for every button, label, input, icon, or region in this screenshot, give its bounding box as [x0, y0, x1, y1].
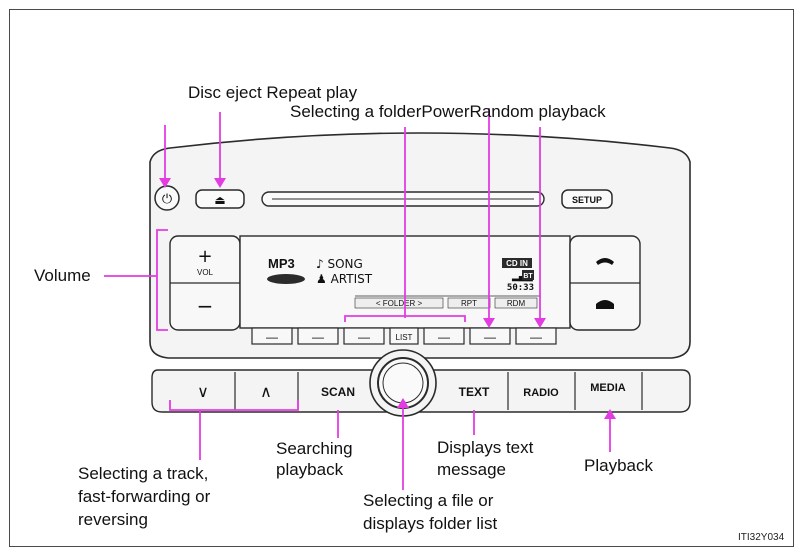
- setup-label: SETUP: [572, 195, 602, 205]
- callout-playback: Playback: [584, 456, 653, 475]
- display-folder-bar: < FOLDER >: [376, 299, 423, 308]
- list-label[interactable]: LIST: [396, 333, 413, 342]
- callout-searching-line-1: Searching: [276, 439, 353, 458]
- arrow-repeat: [483, 318, 495, 328]
- eject-icon: ⏏: [214, 193, 225, 207]
- callout-track-line-1: Selecting a track,: [78, 464, 209, 483]
- power-icon: ⏻: [162, 192, 172, 207]
- soft-key-5[interactable]: —: [484, 330, 496, 344]
- soft-keys-row: [251, 327, 557, 345]
- display-artist: ♟ ARTIST: [316, 272, 373, 286]
- volume-down-button[interactable]: −: [197, 294, 214, 318]
- callout-folder-power-random: Selecting a folderPowerRandom playback: [290, 102, 606, 121]
- callout-text-line-2: message: [437, 460, 506, 479]
- text-button[interactable]: TEXT: [459, 385, 490, 399]
- soft-key-2[interactable]: —: [312, 330, 324, 344]
- display-song: ♪ SONG: [316, 257, 363, 271]
- soft-key-6[interactable]: —: [530, 330, 542, 344]
- disc-icon: [267, 274, 305, 284]
- arrow-file: [397, 398, 409, 408]
- vol-label: VOL: [197, 268, 214, 277]
- soft-key-4[interactable]: —: [438, 330, 450, 344]
- display-rpt: RPT: [461, 299, 477, 308]
- volume-up-button[interactable]: +: [197, 246, 212, 267]
- callout-volume: Volume: [34, 266, 91, 285]
- phone-off-hook-icon[interactable]: [596, 258, 614, 265]
- scan-button[interactable]: SCAN: [321, 385, 355, 399]
- soft-key-3[interactable]: —: [358, 330, 370, 344]
- figure-code: ITI32Y034: [738, 532, 785, 543]
- callout-text-line-1: Displays text: [437, 438, 534, 457]
- track-up-button[interactable]: ∧: [260, 382, 272, 401]
- arrow-power: [159, 178, 171, 188]
- setup-button[interactable]: [561, 189, 613, 209]
- arrow-eject: [214, 178, 226, 188]
- callout-file-line-1: Selecting a file or: [363, 491, 494, 510]
- callout-file-line-2: displays folder list: [363, 514, 498, 533]
- arrow-playback: [604, 409, 616, 419]
- soft-key-1[interactable]: —: [266, 330, 278, 344]
- display-cd-in: CD IN: [506, 259, 528, 268]
- callout-lines: [104, 108, 611, 490]
- phone-on-hook-icon[interactable]: [596, 300, 614, 309]
- track-down-button[interactable]: ∨: [197, 382, 209, 401]
- radio-button[interactable]: RADIO: [523, 387, 559, 399]
- callout-track-line-2: fast-forwarding or: [78, 487, 211, 506]
- eject-button[interactable]: [195, 189, 245, 209]
- display-rdm: RDM: [507, 299, 526, 308]
- media-button[interactable]: MEDIA: [590, 382, 626, 394]
- power-button[interactable]: [154, 185, 180, 211]
- callout-arrowheads: [159, 178, 616, 419]
- callout-searching-line-2: playback: [276, 460, 344, 479]
- display-bt: BT: [523, 273, 533, 280]
- callout-disc-eject-repeat: Disc eject Repeat play: [188, 83, 358, 102]
- figure-frame: [9, 9, 794, 547]
- display-time: 50:33: [507, 283, 534, 293]
- arrow-random: [534, 318, 546, 328]
- callout-track-line-3: reversing: [78, 510, 148, 529]
- display-mp3: MP3: [268, 256, 295, 271]
